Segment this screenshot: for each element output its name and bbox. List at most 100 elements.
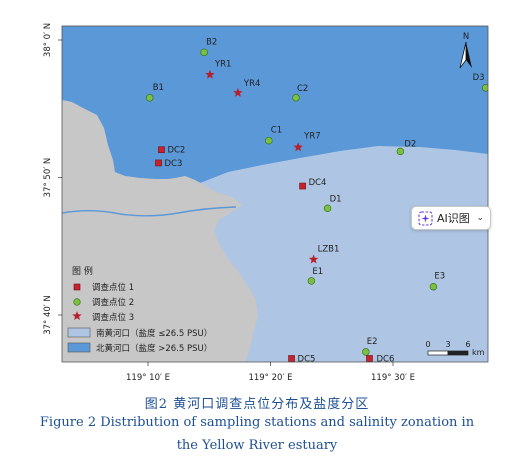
chevron-down-icon[interactable]: ⌄: [476, 213, 484, 223]
map-frame: [61, 25, 489, 363]
station-c2: C2: [292, 84, 308, 102]
station-dc2: DC2: [158, 146, 185, 156]
station-label: C3: [388, 18, 399, 28]
legend: 图 例 调查点位 1 调查点位 2 调查点位 3 南黄河口（盐度 ≤26.5 P…: [67, 265, 212, 354]
station-d3: D3: [473, 73, 488, 92]
legend-label-type1: 调查点位 1: [92, 282, 134, 293]
ai-button-label: AI识图: [437, 212, 470, 225]
station-label: E1: [312, 267, 323, 277]
station-label: DC5: [298, 354, 316, 364]
station-yr1: YR1: [205, 60, 231, 79]
legend-label-type3: 调查点位 3: [92, 312, 134, 323]
station-yr5: YR5: [284, 13, 312, 24]
station-label: D1: [330, 194, 342, 204]
legend-north-patch: [67, 342, 91, 353]
station-label: E3: [434, 272, 445, 282]
station-yr7: YR7: [293, 131, 321, 152]
legend-south-patch: [67, 327, 91, 338]
station-label: YR1: [214, 60, 232, 70]
station-circle-marker: [362, 348, 370, 356]
station-circle-marker: [396, 147, 405, 156]
legend-label-south: 南黄河口（盐度 ≤26.5 PSU）: [96, 328, 212, 339]
ai-sparkle-icon: [418, 210, 433, 226]
river-channel: [62, 206, 237, 217]
caption-chinese: 图2 黄河口调查点位分布及盐度分区: [144, 397, 370, 412]
station-e1: E1: [307, 267, 323, 285]
scale-unit: km: [472, 348, 485, 357]
lon-tick-label: 119° 20′ E: [248, 373, 292, 383]
north-arrow: N: [459, 32, 472, 69]
station-square-marker: [299, 182, 306, 190]
lon-tick-label: 119° 10′ E: [126, 373, 170, 383]
north-arrow-icon-half: [459, 41, 467, 69]
station-label: C2: [297, 84, 308, 94]
station-circle-marker: [429, 282, 438, 291]
lat-tick-label: 37° 50′ N: [43, 158, 53, 198]
station-label: DC2: [167, 146, 185, 156]
caption-english-line2: the Yellow River estuary: [176, 438, 338, 453]
station-label: YR4: [243, 79, 261, 89]
station-label: YR7: [303, 131, 321, 141]
legend-title: 图 例: [72, 265, 93, 277]
scale-label-6: 6: [465, 340, 470, 349]
lat-tick-label: 38° 0′ N: [43, 23, 53, 57]
station-label: B1: [153, 83, 164, 93]
station-label: DC1: [226, 7, 244, 17]
station-circle-marker: [200, 48, 208, 57]
station-b2: B2: [200, 37, 217, 57]
lon-tick-label: 119° 30′ E: [371, 373, 415, 383]
caption-english-line1: Figure 2 Distribution of sampling statio…: [39, 415, 475, 430]
legend-circle-icon: [73, 298, 81, 306]
station-label: LZB1: [318, 244, 340, 254]
legend-square-icon: [73, 283, 81, 291]
land-area: [62, 100, 258, 362]
station-circle-marker: [481, 84, 488, 92]
station-circle-marker: [307, 277, 316, 285]
station-c3: C3: [377, 18, 399, 28]
station-square-marker: [366, 355, 373, 362]
station-circle-marker: [265, 136, 273, 145]
station-label: E2: [367, 337, 378, 347]
station-e2: E2: [362, 337, 378, 356]
legend-star-icon: [72, 311, 82, 321]
station-circle-marker: [377, 18, 384, 25]
legend-label-type2: 调查点位 2: [92, 297, 134, 308]
station-label: C1: [271, 126, 282, 136]
station-square-marker: [288, 355, 295, 362]
station-circle-marker: [145, 94, 154, 102]
legend-label-north: 北黄河口（盐度 >26.5 PSU）: [96, 343, 212, 354]
station-star-marker: [233, 87, 243, 97]
station-circle-marker: [323, 204, 332, 213]
station-label: D3: [473, 73, 485, 83]
station-label: B2: [206, 37, 217, 47]
station-c1: C1: [265, 126, 282, 145]
station-lzb1: LZB1: [308, 244, 340, 264]
station-star-marker: [308, 254, 319, 264]
station-dc1: DC1: [217, 7, 244, 17]
station-dc3: DC3: [155, 159, 183, 169]
north-arrow-icon: [466, 42, 472, 68]
scale-label-0: 0: [425, 340, 430, 349]
scale-bar: 0 3 6 km: [425, 340, 484, 357]
station-label: D2: [404, 139, 416, 149]
lat-tick-label: 37° 40′ N: [43, 295, 53, 335]
station-star-marker: [205, 69, 215, 79]
station-d1: D1: [323, 194, 342, 213]
station-label: YR5: [295, 14, 313, 24]
station-b1: B1: [145, 83, 164, 102]
axis-ticks: 119° 10′ E 119° 20′ E 119° 30′ E 38° 0′ N 37…: [43, 23, 415, 383]
station-dc6: DC6: [366, 354, 394, 364]
station-dc5: DC5: [288, 354, 316, 364]
ai-recognize-button[interactable]: AI识图 ⌄: [411, 206, 491, 230]
station-star-marker: [293, 142, 303, 152]
scale-label-3: 3: [445, 340, 450, 349]
station-d2: D2: [396, 139, 416, 156]
station-label: DC3: [165, 159, 183, 169]
station-label: DC6: [376, 354, 394, 364]
station-square-marker: [217, 8, 223, 14]
north-label: N: [463, 32, 469, 42]
station-square-marker: [158, 146, 165, 154]
